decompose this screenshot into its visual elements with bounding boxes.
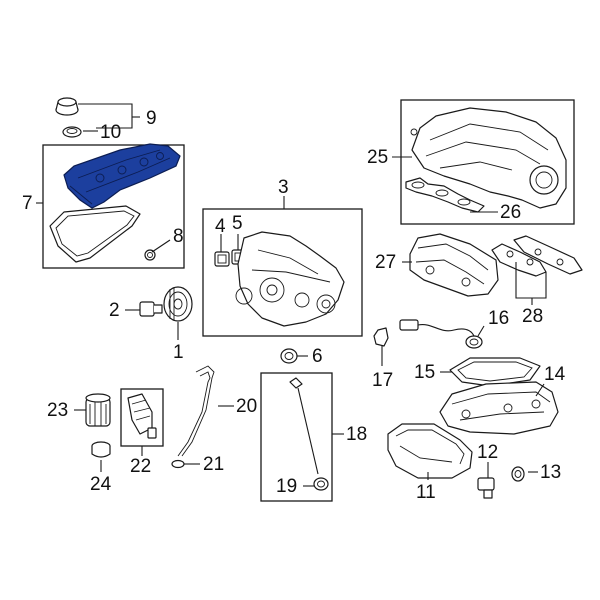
sensor-gasket xyxy=(373,327,389,347)
dipstick-o-ring xyxy=(313,477,329,491)
timing-cover-group-box xyxy=(202,208,363,337)
callout-13: 13 xyxy=(540,462,561,483)
oil-pan-gasket xyxy=(449,357,541,387)
callout-20: 20 xyxy=(236,396,257,417)
callout-18: 18 xyxy=(346,424,367,445)
callout-21: 21 xyxy=(203,454,224,475)
callout-14: 14 xyxy=(544,364,566,385)
callout-15: 15 xyxy=(414,362,435,383)
valve-cover-group-box xyxy=(42,144,185,269)
oil-filter-housing xyxy=(85,393,111,427)
leader-lines xyxy=(36,103,547,487)
callout-24: 24 xyxy=(90,474,112,495)
callout-1: 1 xyxy=(173,342,184,363)
callout-23: 23 xyxy=(47,400,68,421)
callout-4: 4 xyxy=(215,216,226,237)
spark-plug-tube-seal xyxy=(144,249,156,261)
drain-plug-gasket xyxy=(511,466,525,482)
callout-8: 8 xyxy=(173,226,184,247)
callout-10: 10 xyxy=(100,122,121,143)
dipstick-group-box xyxy=(260,372,333,502)
callout-2: 2 xyxy=(109,300,120,321)
callout-19: 19 xyxy=(276,476,297,497)
intake-manifold-group-box xyxy=(400,99,575,225)
callout-9: 9 xyxy=(146,108,157,129)
timing-chain-cover xyxy=(235,231,345,327)
intake-manifold xyxy=(410,107,567,209)
valve-cover-highlighted xyxy=(63,143,181,209)
callout-17: 17 xyxy=(372,370,393,391)
upper-oil-pan xyxy=(439,381,559,435)
filler-cap-gasket xyxy=(62,126,82,138)
oil-filler-cap xyxy=(55,97,79,116)
callout-28: 28 xyxy=(522,306,543,327)
callout-5: 5 xyxy=(232,213,243,234)
lower-intake-gaskets xyxy=(491,235,583,277)
callout-7: 7 xyxy=(22,193,33,214)
intake-manifold-gaskets xyxy=(405,177,485,213)
oil-drain-plug xyxy=(477,477,495,499)
oil-filter-element xyxy=(127,393,157,439)
crankshaft-bolt xyxy=(139,301,163,317)
lower-oil-pan xyxy=(387,423,473,479)
callout-22: 22 xyxy=(130,456,151,477)
oil-filter-drain-plug xyxy=(91,441,111,458)
oil-dipstick xyxy=(289,377,319,475)
dipstick-tube-o-ring xyxy=(171,459,185,469)
callout-3: 3 xyxy=(278,177,289,198)
timing-cover-gasket-4 xyxy=(214,251,230,267)
dipstick-tube xyxy=(177,365,215,457)
callout-27: 27 xyxy=(375,252,396,273)
callout-26: 26 xyxy=(500,202,521,223)
valve-cover-gasket xyxy=(49,205,141,263)
front-crankshaft-seal xyxy=(280,348,298,364)
sensor-with-harness xyxy=(399,319,483,349)
callout-25: 25 xyxy=(367,147,388,168)
callout-16: 16 xyxy=(488,308,509,329)
callout-11: 11 xyxy=(416,482,436,503)
callout-12: 12 xyxy=(477,442,498,463)
crankshaft-pulley xyxy=(163,286,193,322)
callout-6: 6 xyxy=(312,346,323,367)
lower-intake-manifold xyxy=(409,233,499,297)
